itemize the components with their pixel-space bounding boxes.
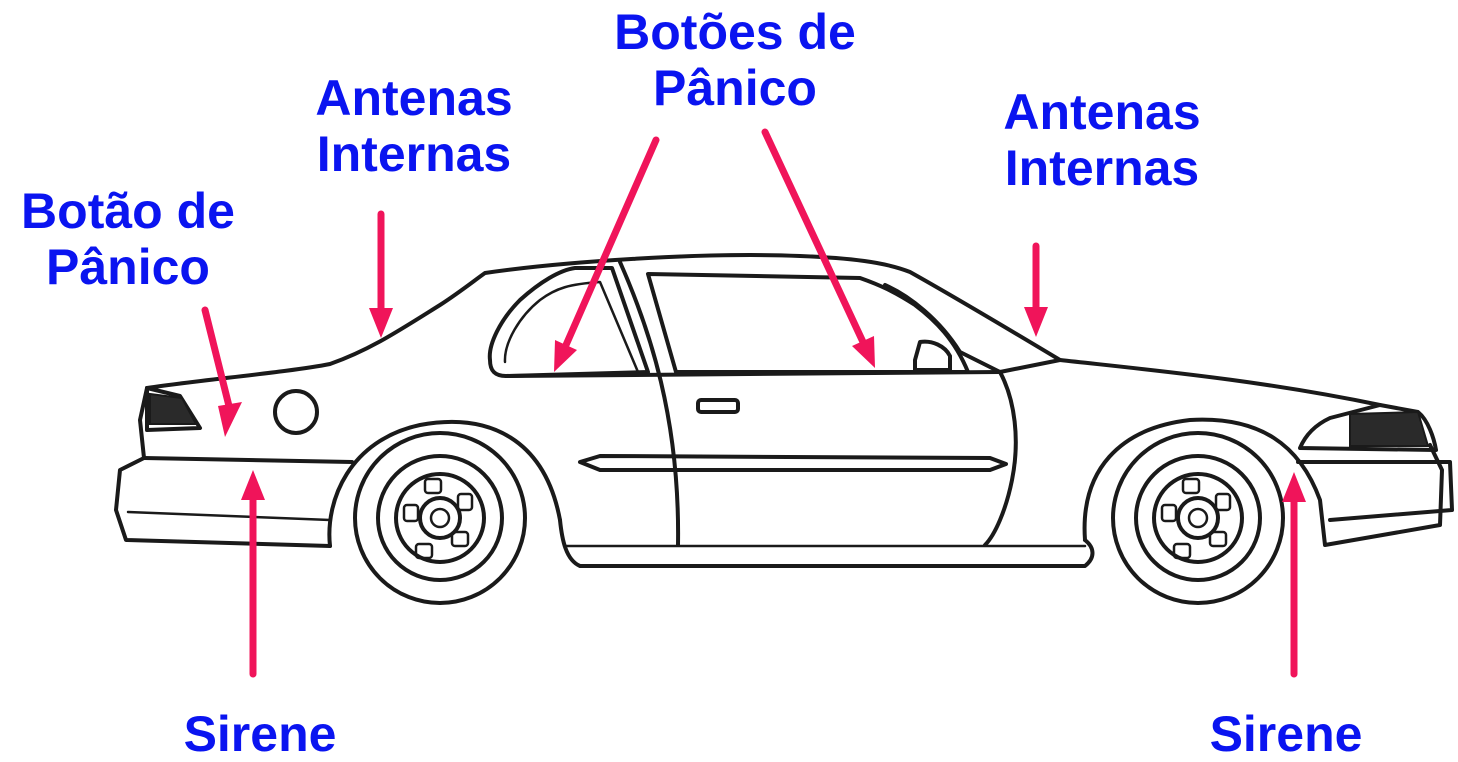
label-line: Sirene (183, 706, 337, 762)
label-sirene-left: Sirene (160, 706, 360, 762)
arrow-sirene-right (1282, 472, 1306, 678)
label-line: Botões de (614, 4, 856, 60)
label-line: Botão de (21, 183, 235, 239)
label-line: Pânico (653, 60, 817, 116)
label-line: Internas (1004, 140, 1200, 196)
label-line: Antenas (1003, 84, 1201, 140)
arrow-sirene-left (241, 470, 265, 678)
front-wheel (1111, 431, 1285, 605)
label-line: Internas (316, 126, 512, 182)
arrow-botoes-right (761, 128, 875, 368)
label-line: Pânico (46, 239, 210, 295)
arrow-antenas-left (369, 210, 393, 338)
rear-wheel (353, 431, 527, 605)
label-antenas-internas-right: Antenas Internas (988, 84, 1216, 196)
arrow-antenas-right (1024, 242, 1048, 337)
label-botoes-de-panico: Botões de Pânico (600, 4, 870, 116)
arrow-botao-panico (201, 306, 242, 437)
label-sirene-right: Sirene (1186, 706, 1386, 762)
label-botao-de-panico: Botão de Pânico (0, 183, 256, 295)
label-line: Sirene (1209, 706, 1363, 762)
car-body (114, 253, 1454, 568)
label-antenas-internas-left: Antenas Internas (300, 70, 528, 182)
label-line: Antenas (315, 70, 513, 126)
arrow-botoes-left (554, 136, 660, 372)
